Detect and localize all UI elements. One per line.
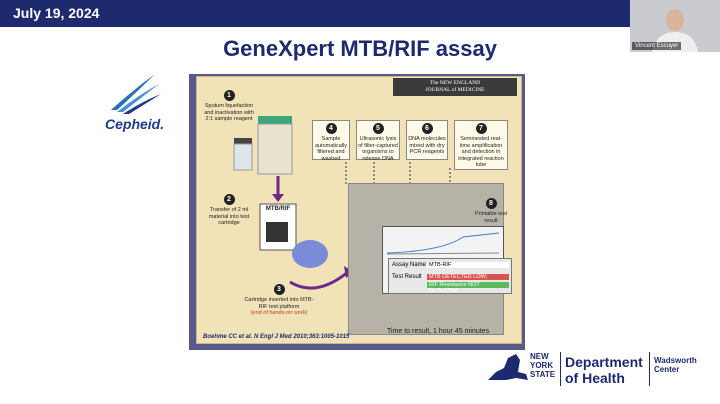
barcode-icon — [266, 222, 288, 242]
mtb-detected-value: MTB DETECTED LOW; — [427, 274, 509, 280]
nejm-line2: JOURNAL of MEDICINE — [425, 87, 485, 93]
sputum-jar-icon — [257, 123, 293, 175]
wadsworth-line1: Wadsworth — [654, 356, 697, 365]
nejm-line1: The NEW ENGLAND — [429, 80, 481, 86]
green-jar-lid-icon — [258, 116, 292, 124]
step-3-text: Cartridge inserted into MTB-RIF test pla… — [244, 297, 314, 310]
arrow-head-icon — [272, 194, 284, 202]
dept-line1: Department — [565, 354, 643, 370]
participant-name: Vincent Escuyer — [632, 42, 682, 50]
step-2-badge: 2 — [223, 194, 235, 205]
step-4: 4 Sample automatically filtered and wash… — [312, 120, 350, 162]
step-4-badge: 4 — [325, 123, 337, 134]
reagent-bottle-icon — [233, 143, 253, 171]
diagram-illustration — [233, 116, 474, 290]
ny-state-outline-icon — [488, 354, 528, 380]
rif-resistance-value: RIF Resistance NOT DETECTED — [427, 282, 509, 294]
step-1-text: Sputum liquefaction and inactivation wit… — [204, 103, 254, 122]
step-8-badge: 8 — [485, 198, 497, 209]
cartridge-label: MTB/RIF — [265, 206, 291, 212]
ny-line1: NEW — [530, 352, 549, 361]
assay-name-value: MTB-RIF — [427, 262, 509, 268]
test-result-card: Assay Name MTB-RIF Test Result MTB DETEC… — [388, 258, 512, 294]
wadsworth-line2: Center — [654, 365, 680, 374]
step-3-note: (end of hands-on work) — [250, 310, 308, 316]
nejm-logo: The NEW ENGLAND JOURNAL of MEDICINE — [393, 78, 517, 96]
step-1: 1 Sputum liquefaction and inactivation w… — [200, 90, 258, 123]
step-3: 3 Cartridge inserted into MTB-RIF test p… — [244, 284, 314, 317]
step-8-text: Printable test result — [474, 211, 508, 224]
ny-line3: STATE — [530, 370, 556, 379]
participant-video[interactable]: Vincent Escuyer — [630, 0, 720, 52]
amplification-curve-icon — [386, 232, 500, 255]
step-5: 5 Ultrasonic lysis of filter-captured or… — [356, 120, 400, 162]
logo-divider — [560, 352, 561, 386]
step-7-badge: 7 — [475, 123, 487, 134]
arrow-curve-icon — [289, 270, 349, 290]
step-6: 6 DNA molecules mixed with dry PCR reage… — [406, 120, 448, 160]
ny-state-text: NEW YORK STATE — [530, 352, 555, 379]
wadsworth-center: Wadsworth Center — [654, 356, 697, 374]
step-8: 8 Printable test result — [474, 198, 508, 224]
step-2: 2 Transfer of 2 ml material into test ca… — [202, 194, 256, 227]
step-6-text: DNA molecules mixed with dry PCR reagent… — [408, 136, 446, 155]
cepheid-swoosh-icon — [111, 74, 161, 114]
dept-line2: of Health — [565, 370, 625, 386]
step-6-badge: 6 — [421, 123, 433, 134]
step-2-text: Transfer of 2 ml material into test cart… — [208, 207, 250, 226]
step-5-text: Ultrasonic lysis of filter-captured orga… — [358, 136, 398, 162]
ny-line2: YORK — [530, 361, 554, 370]
test-result-label: Test Result — [392, 274, 422, 280]
time-to-result: Time to result, 1 hour 45 minutes — [387, 328, 490, 335]
step-4-text: Sample automatically filtered and washed — [314, 136, 348, 162]
top-banner: July 19, 2024 — [0, 0, 720, 27]
date-label: July 19, 2024 — [13, 5, 100, 21]
step-3-badge: 3 — [273, 284, 285, 295]
gloved-hand-icon — [292, 240, 328, 268]
citation: Boehme CC et al. N Engl J Med 2010;363:1… — [203, 334, 350, 340]
nys-health-logo: NEW YORK STATE Department of Health Wads… — [486, 350, 720, 400]
step-7: 7 Seminested real-time amplification and… — [454, 120, 508, 170]
step-5-badge: 5 — [372, 123, 384, 134]
assay-name-label: Assay Name — [392, 262, 427, 268]
slide-title: GeneXpert MTB/RIF assay — [223, 36, 497, 61]
step-1-badge: 1 — [223, 90, 235, 101]
reagent-bottle-cap-icon — [234, 138, 252, 144]
cepheid-logo: Cepheid. — [103, 70, 165, 136]
logo-divider — [649, 352, 650, 386]
step-7-text: Seminested real-time amplification and d… — [458, 136, 504, 168]
cepheid-wordmark: Cepheid. — [105, 116, 165, 132]
department-of-health: Department of Health — [565, 354, 643, 386]
